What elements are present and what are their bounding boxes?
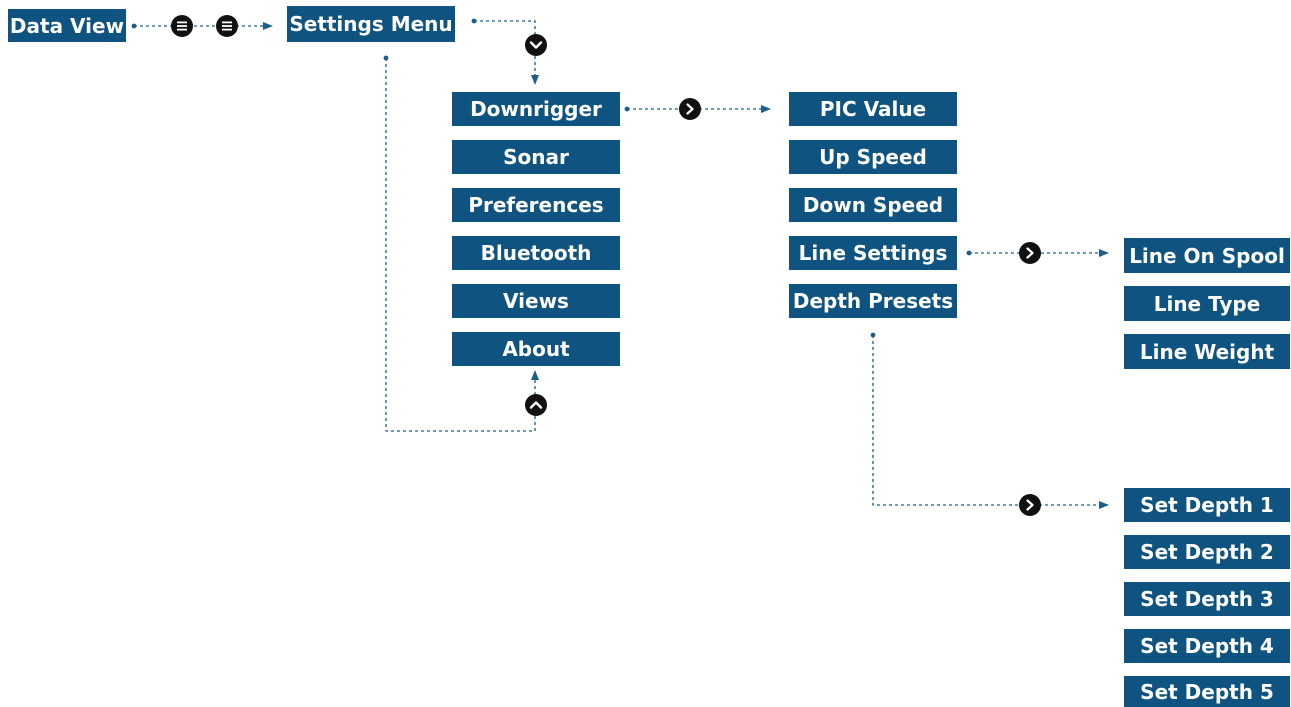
menu-icon <box>171 15 193 37</box>
downrigger-item-down-speed: Down Speed <box>789 188 957 222</box>
depth-item-set-depth-5: Set Depth 5 <box>1124 676 1290 707</box>
connector-settings-to-downrigger <box>474 20 539 85</box>
depth-item-set-depth-2: Set Depth 2 <box>1124 535 1290 569</box>
menu-icon <box>216 15 238 37</box>
chevron-right-icon <box>679 98 701 120</box>
connector-dot <box>870 332 876 338</box>
settings-menu-box: Settings Menu <box>287 6 455 42</box>
settings-item-sonar: Sonar <box>452 140 620 174</box>
depth-item-set-depth-1: Set Depth 1 <box>1124 488 1290 522</box>
settings-item-about: About <box>452 332 620 366</box>
chevron-right-icon <box>1019 494 1041 516</box>
chevron-right-icon <box>1019 242 1041 264</box>
settings-item-views: Views <box>452 284 620 318</box>
downrigger-item-pic-value: PIC Value <box>789 92 957 126</box>
settings-item-bluetooth: Bluetooth <box>452 236 620 270</box>
settings-item-downrigger: Downrigger <box>452 92 620 126</box>
connector-dot <box>471 18 477 24</box>
settings-item-preferences: Preferences <box>452 188 620 222</box>
connector-depth-presets-to-submenu <box>872 335 1109 509</box>
downrigger-item-up-speed: Up Speed <box>789 140 957 174</box>
data-view-box: Data View <box>8 9 126 42</box>
connector-dot <box>966 250 972 256</box>
connector-dot <box>383 55 389 61</box>
depth-item-set-depth-4: Set Depth 4 <box>1124 629 1290 663</box>
chevron-down-icon <box>525 34 547 56</box>
downrigger-item-depth-presets: Depth Presets <box>789 284 957 318</box>
downrigger-item-line-settings: Line Settings <box>789 236 957 270</box>
connector-dot <box>131 23 137 29</box>
chevron-up-icon <box>525 394 547 416</box>
line-item-line-on-spool: Line On Spool <box>1124 238 1290 273</box>
depth-item-set-depth-3: Set Depth 3 <box>1124 582 1290 616</box>
connector-dot <box>624 106 630 112</box>
line-item-line-type: Line Type <box>1124 286 1290 321</box>
line-item-line-weight: Line Weight <box>1124 334 1290 369</box>
